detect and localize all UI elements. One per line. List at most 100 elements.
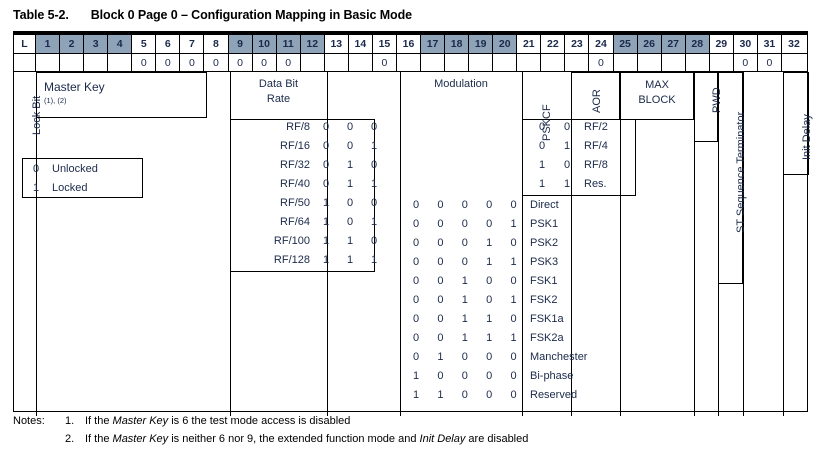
pskcf-bit-1-1: 1 — [563, 140, 571, 152]
pskcf-bit-1-0: 0 — [538, 140, 546, 152]
aor-box — [571, 72, 620, 120]
bit-value-23 — [565, 54, 590, 72]
modulation-bit-1-2: 0 — [461, 218, 468, 230]
bit-value-14 — [349, 54, 373, 72]
modulation-name-8: Manchester — [530, 351, 588, 363]
modulation-bit-9-2: 0 — [461, 370, 468, 382]
modulation-name-3: PSK3 — [530, 256, 559, 268]
bit-header-1: 1 — [36, 35, 61, 53]
bit-header-6: 6 — [156, 35, 181, 53]
data-bit-rate-name-0: RF/8 — [286, 121, 310, 133]
bit-header-14: 14 — [348, 35, 373, 53]
modulation-name-9: Bi-phase — [530, 370, 574, 382]
bit-value-4 — [108, 54, 133, 72]
bit-header-24: 24 — [589, 35, 614, 53]
bit-header-23: 23 — [565, 35, 590, 53]
bit-header-9: 9 — [228, 35, 253, 53]
bit-header-31: 31 — [757, 35, 782, 53]
table-number: Table 5-2. — [13, 8, 69, 22]
value-row-rule — [14, 71, 807, 73]
pskcf-bit-0-0: 0 — [538, 121, 546, 133]
bit-value-18 — [445, 54, 470, 72]
bit-value-30: 0 — [734, 54, 758, 72]
modulation-bit-4-4: 0 — [510, 275, 517, 287]
modulation-bit-0-3: 0 — [486, 199, 493, 211]
group-divider-initdelay-left — [783, 72, 784, 416]
bit-header-13: 13 — [324, 35, 349, 53]
modulation-bit-8-2: 0 — [461, 351, 468, 363]
field-label-modulation: Modulation — [434, 78, 488, 90]
data-bit-rate-name-4: RF/50 — [280, 197, 310, 209]
data-bit-rate-name-6: RF/100 — [273, 235, 310, 247]
modulation-bit-2-3: 1 — [486, 237, 493, 249]
data-bit-rate-bit-6-0: 1 — [322, 235, 330, 247]
data-bit-rate-bit-3-1: 1 — [346, 178, 354, 190]
modulation-name-5: FSK2 — [530, 294, 558, 306]
modulation-bit-6-4: 0 — [510, 313, 517, 325]
data-bit-rate-bit-2-0: 0 — [322, 159, 330, 171]
bit-value-12 — [301, 54, 325, 72]
field-label-data-bit-rate-line1: Data Bit — [258, 78, 299, 90]
modulation-bit-2-4: 0 — [510, 237, 517, 249]
bit-header-18: 18 — [445, 35, 470, 53]
pskcf-bit-0-1: 0 — [563, 121, 571, 133]
modulation-bit-9-3: 0 — [486, 370, 493, 382]
modulation-bit-3-0: 0 — [412, 256, 420, 268]
group-divider-maxblock-right — [694, 72, 695, 416]
bit-value-20 — [493, 54, 518, 72]
modulation-bit-2-1: 0 — [437, 237, 444, 249]
data-bit-rate-bit-1-2: 1 — [370, 140, 378, 152]
bit-header-20: 20 — [493, 35, 518, 53]
bit-value-28 — [686, 54, 710, 72]
modulation-bit-6-1: 0 — [437, 313, 444, 325]
field-label-max-block-line1: MAX — [645, 79, 669, 91]
pwd-box — [694, 72, 718, 142]
modulation-bit-0-2: 0 — [461, 199, 468, 211]
field-label-init-delay: Init Delay — [801, 114, 813, 160]
bit-header-4: 4 — [108, 35, 133, 53]
note-text-1: If the Master Key is 6 the test mode acc… — [85, 415, 351, 427]
pskcf-bit-2-0: 1 — [538, 159, 546, 171]
group-divider-st-right — [743, 72, 744, 416]
modulation-bit-2-2: 0 — [461, 237, 468, 249]
data-bit-rate-name-2: RF/32 — [280, 159, 310, 171]
modulation-bit-9-1: 0 — [437, 370, 444, 382]
bit-header-5: 5 — [132, 35, 157, 53]
data-bit-rate-bit-3-2: 1 — [370, 178, 378, 190]
data-bit-rate-bit-1-0: 0 — [322, 140, 330, 152]
field-label-master-key: Master Key — [44, 80, 105, 94]
pskcf-bit-3-1: 1 — [563, 178, 571, 190]
data-bit-rate-bit-0-2: 0 — [370, 121, 378, 133]
data-bit-rate-bit-2-2: 0 — [370, 159, 378, 171]
bit-value-17 — [421, 54, 446, 72]
data-bit-rate-name-3: RF/40 — [280, 178, 310, 190]
bit-value-11: 0 — [277, 54, 301, 72]
header-rule — [14, 53, 807, 55]
data-bit-rate-bit-5-1: 0 — [346, 216, 354, 228]
data-bit-rate-values-box — [230, 119, 375, 272]
bit-value-8: 0 — [204, 54, 229, 72]
note-number-2: 2. — [65, 433, 75, 445]
group-divider-lockbit — [36, 72, 37, 416]
master-key-footnote-refs: (1), (2) — [44, 96, 67, 105]
bit-header-7: 7 — [180, 35, 205, 53]
data-bit-rate-bit-3-0: 0 — [322, 178, 330, 190]
modulation-bit-4-1: 0 — [437, 275, 444, 287]
modulation-bit-6-0: 0 — [412, 313, 420, 325]
modulation-bit-0-4: 0 — [510, 199, 517, 211]
data-bit-rate-name-5: RF/64 — [280, 216, 310, 228]
modulation-name-6: FSK1a — [530, 313, 564, 325]
modulation-name-0: Direct — [530, 199, 559, 211]
lock-bit-values-box — [22, 158, 143, 198]
bit-value-l — [14, 54, 36, 72]
group-divider-aor-right — [620, 72, 621, 416]
modulation-bit-10-0: 1 — [412, 389, 420, 401]
init-delay-box — [783, 72, 809, 175]
table-title: Table 5-2.Block 0 Page 0 – Configuration… — [13, 8, 412, 22]
bit-header-10: 10 — [252, 35, 277, 53]
